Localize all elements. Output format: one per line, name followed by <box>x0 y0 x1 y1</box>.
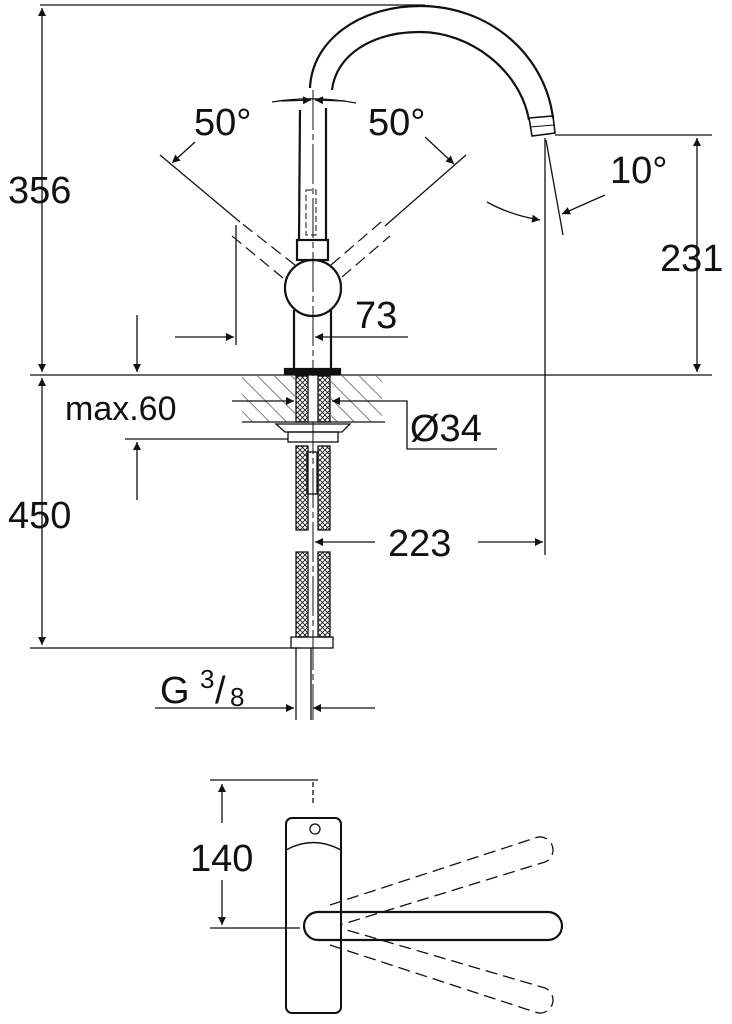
handle-positions <box>231 221 391 279</box>
label-diameter-34: Ø34 <box>410 408 482 450</box>
label-450: 450 <box>8 495 72 537</box>
dimension-max60 <box>125 315 497 500</box>
dimension-73 <box>175 225 408 345</box>
angle-lines <box>159 96 467 227</box>
label-angle-right: 50° <box>368 102 426 144</box>
label-73: 73 <box>355 295 398 337</box>
label-thread-den: 8 <box>230 682 245 712</box>
label-max60: max.60 <box>65 390 177 428</box>
label-231: 231 <box>660 238 724 280</box>
label-356: 356 <box>8 170 72 212</box>
label-thread-num: 3 <box>200 664 215 694</box>
top-view <box>210 779 564 1014</box>
label-140: 140 <box>190 838 254 880</box>
dimension-231 <box>555 134 712 372</box>
dimension-450 <box>30 378 300 649</box>
dimension-10deg <box>486 138 606 555</box>
countertop-section <box>242 375 385 720</box>
label-thread-g: G <box>160 670 190 712</box>
spout <box>308 4 556 137</box>
label-223: 223 <box>388 523 452 565</box>
label-10deg: 10° <box>610 150 668 192</box>
dimension-356 <box>38 4 425 372</box>
label-angle-left: 50° <box>194 102 252 144</box>
label-thread-slash: / <box>215 670 226 712</box>
